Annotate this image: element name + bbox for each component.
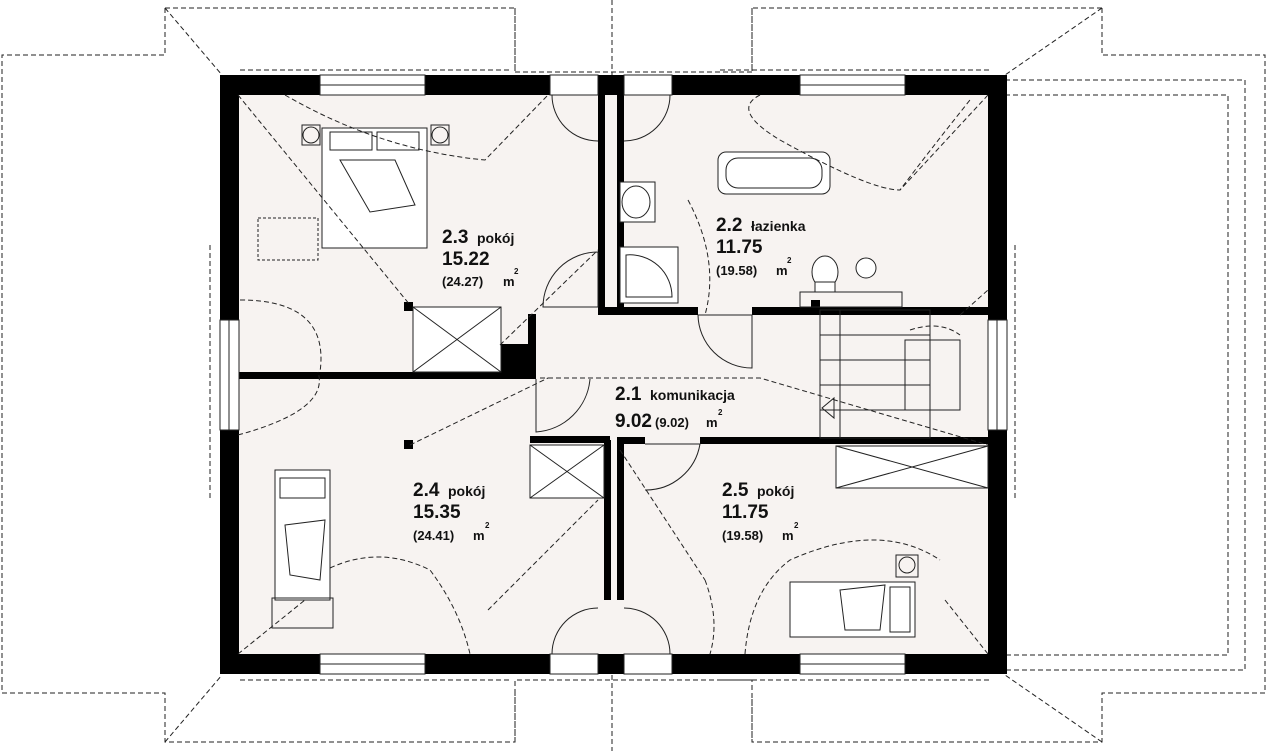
area-unit-exponent: 2: [718, 408, 723, 417]
roof-projection-lines: [237, 94, 989, 655]
room-area-gross: (9.02): [655, 415, 689, 430]
doors: [535, 94, 753, 655]
area-unit-exponent: 2: [787, 256, 792, 265]
room-label-2-4: 2.4 pokój 15.35 (24.41) m 2: [413, 480, 490, 543]
room-number: 2.2: [716, 215, 742, 236]
room-number: 2.1: [615, 384, 642, 405]
area-unit-exponent: 2: [514, 267, 519, 276]
area-unit-exponent: 2: [485, 521, 490, 530]
room-label-2-5: 2.5 pokój 11.75 (19.58) m 2: [722, 480, 799, 543]
room-area-gross: (19.58): [716, 263, 757, 278]
room-name: łazienka: [751, 218, 806, 234]
area-unit: m: [503, 274, 515, 289]
room-area: 15.22: [442, 249, 490, 270]
windows: [219, 74, 1008, 675]
room-area: 11.75: [722, 502, 769, 523]
area-unit: m: [782, 528, 794, 543]
area-unit-exponent: 2: [794, 521, 799, 530]
area-unit: m: [473, 528, 485, 543]
room-area: 9.02: [615, 411, 652, 432]
room-area-gross: (19.58): [722, 528, 763, 543]
room-name: pokój: [448, 483, 485, 499]
room-area: 15.35: [413, 502, 461, 523]
room-number: 2.5: [722, 480, 749, 501]
room-area: 11.75: [716, 237, 763, 258]
room-area-gross: (24.27): [442, 274, 483, 289]
area-unit: m: [776, 263, 788, 278]
staircase: [819, 309, 961, 439]
furniture: [257, 124, 919, 638]
area-unit: m: [706, 415, 718, 430]
built-in-wardrobes: [412, 306, 989, 499]
room-number: 2.4: [413, 480, 440, 501]
room-number: 2.3: [442, 227, 468, 248]
room-name: pokój: [757, 483, 794, 499]
room-name: pokój: [477, 230, 514, 246]
room-label-2-2: 2.2 łazienka 11.75 (19.58) m 2: [716, 215, 806, 278]
room-label-2-3: 2.3 pokój 15.22 (24.27) m 2: [442, 227, 519, 289]
room-area-gross: (24.41): [413, 528, 454, 543]
room-label-2-1: 2.1 komunikacja 9.02 (9.02) m 2: [615, 384, 735, 432]
room-name: komunikacja: [650, 387, 735, 403]
